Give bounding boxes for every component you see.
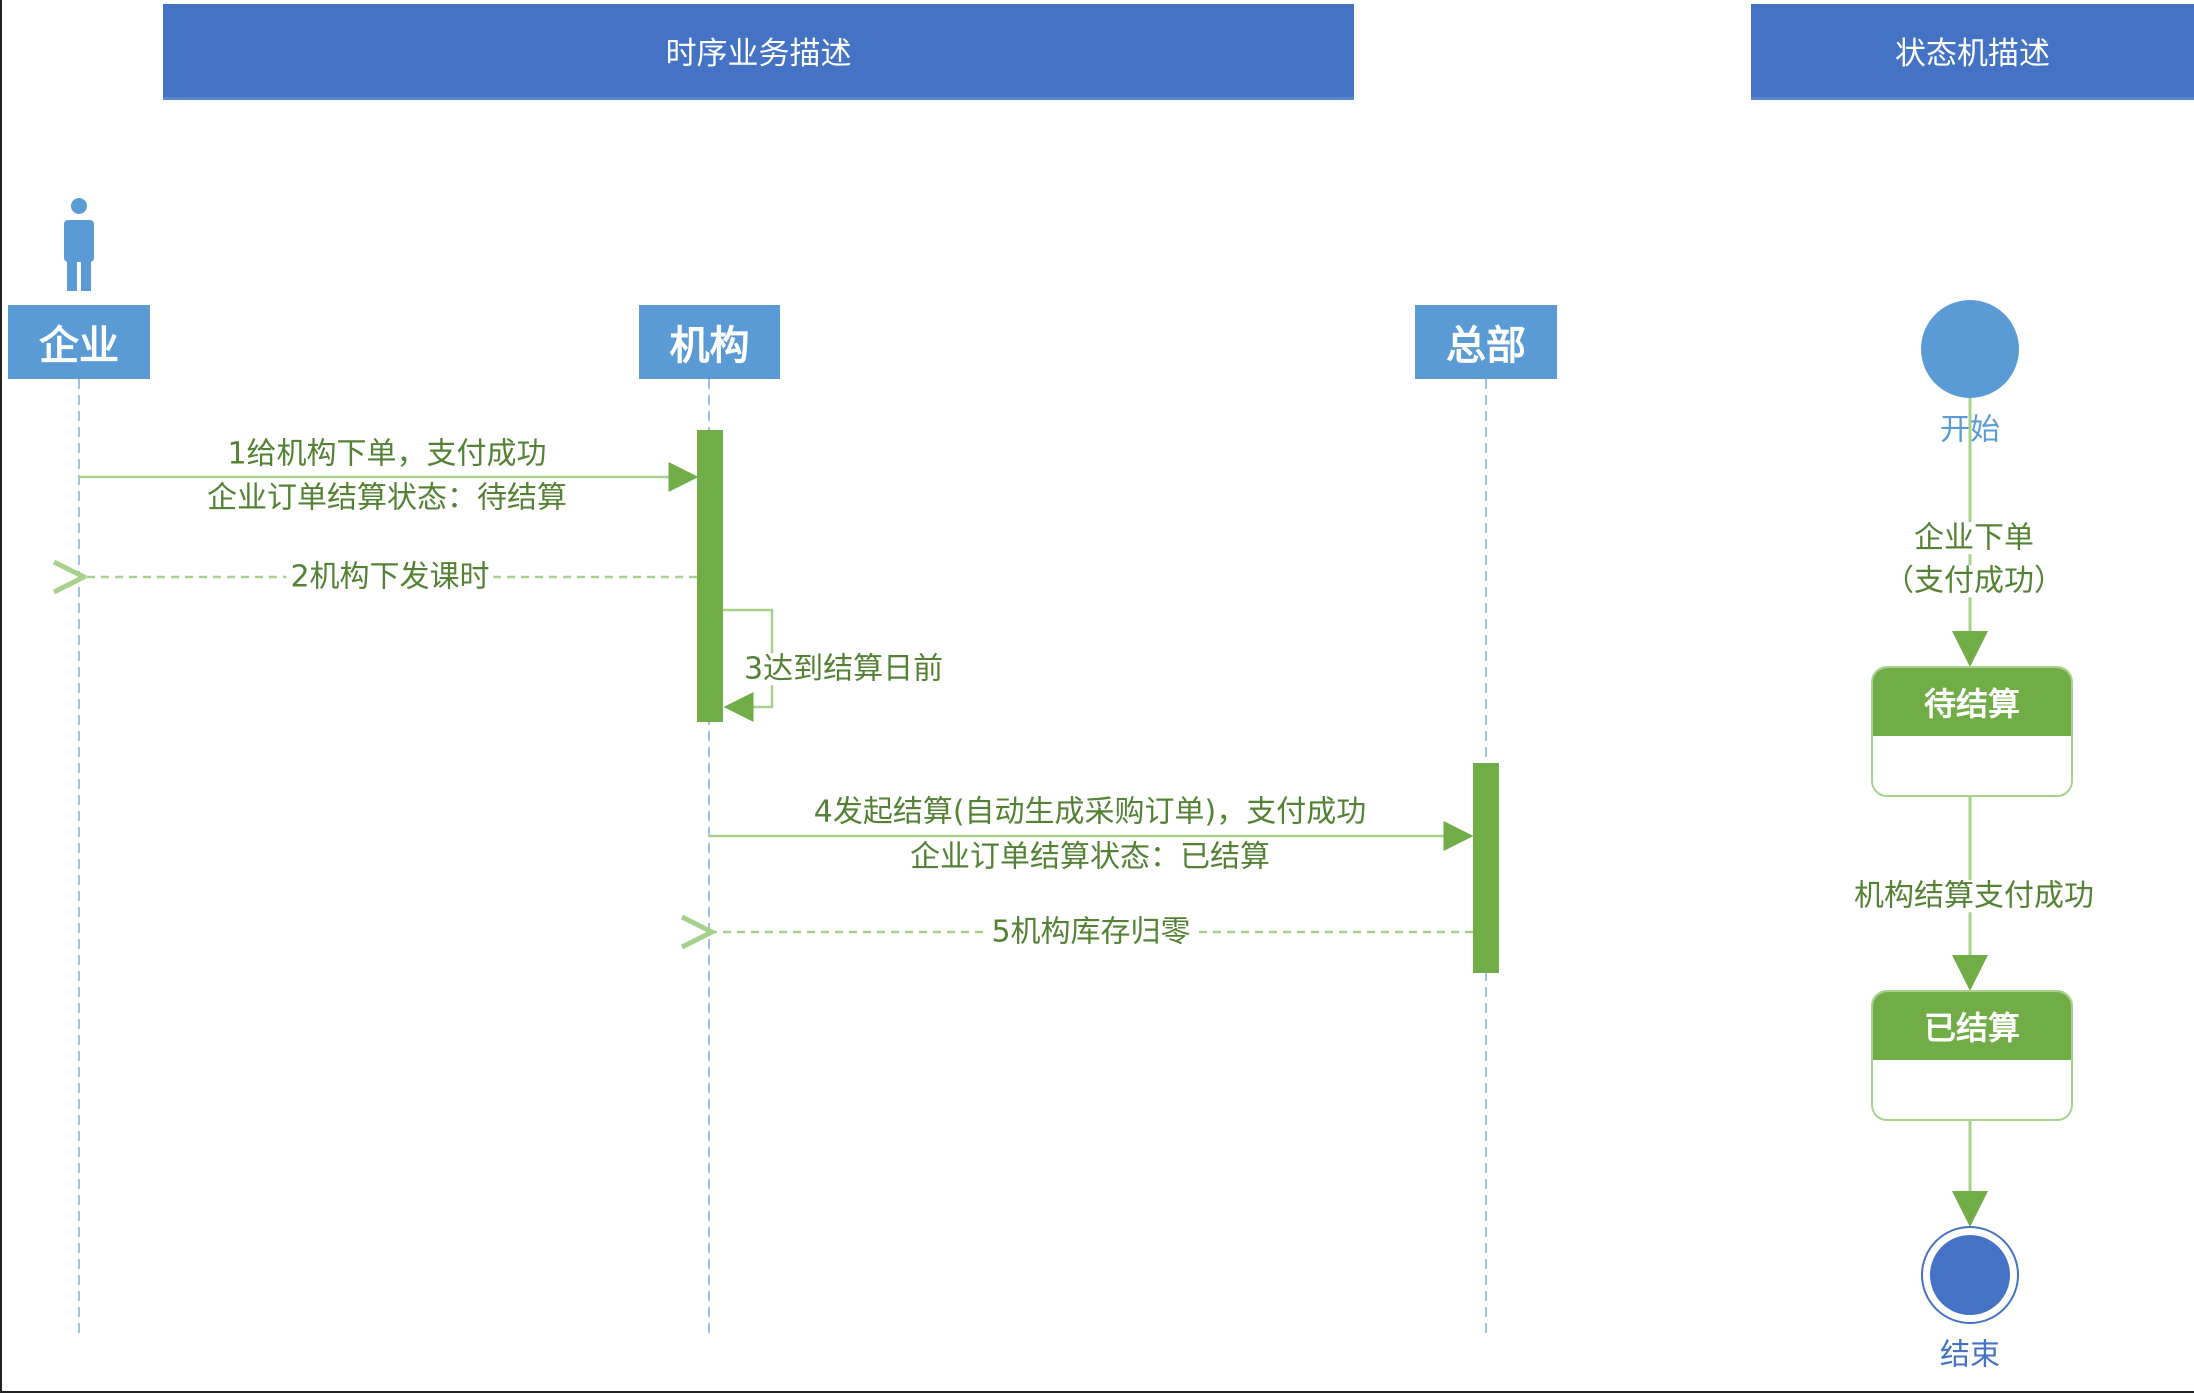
state-pending: 待结算 <box>1871 666 2073 797</box>
state-pending-title: 待结算 <box>1873 668 2071 736</box>
state-settled: 已结算 <box>1871 990 2073 1121</box>
transition-1-label-line1: 企业下单 <box>1910 522 2038 554</box>
actor-icon <box>64 198 94 291</box>
message-3-label: 3达到结算日前 <box>744 651 944 687</box>
transition-2-label: 机构结算支付成功 <box>1850 880 2098 912</box>
header-sequence: 时序业务描述 <box>163 4 1354 100</box>
end-label: 结束 <box>1936 1339 2004 1371</box>
activation-institution <box>697 430 723 722</box>
transition-1-label-line2: （支付成功） <box>1880 565 2068 597</box>
message-4-label-line2: 企业订单结算状态：已结算 <box>906 841 1274 873</box>
message-4-label-line1: 4发起结算(自动生成采购订单)，支付成功 <box>809 796 1371 828</box>
message-1-label-line2: 企业订单结算状态：待结算 <box>203 482 571 514</box>
start-label: 开始 <box>1940 412 2000 448</box>
end-node <box>1930 1235 2010 1315</box>
lane-institution: 机构 <box>639 305 780 379</box>
lane-enterprise: 企业 <box>8 305 150 379</box>
message-1-label-line1: 1给机构下单，支付成功 <box>223 438 551 470</box>
header-state-machine: 状态机描述 <box>1751 4 2194 100</box>
message-5-label: 5机构库存归零 <box>987 916 1195 948</box>
lane-headquarters: 总部 <box>1415 305 1557 379</box>
state-settled-title: 已结算 <box>1873 992 2071 1060</box>
start-node <box>1921 300 2019 398</box>
message-2-label: 2机构下发课时 <box>286 561 494 593</box>
activation-headquarters <box>1473 763 1499 973</box>
